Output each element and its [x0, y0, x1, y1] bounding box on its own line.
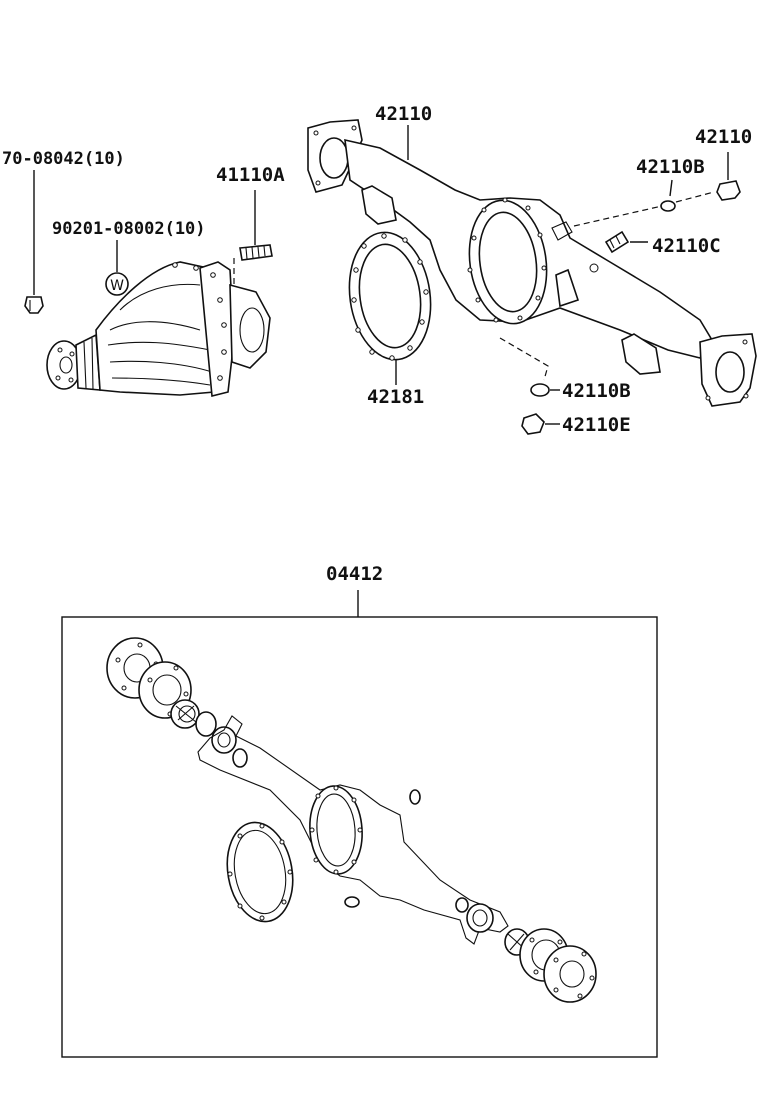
- label-04412: 04412: [326, 563, 383, 585]
- label-42110b-lower: 42110B: [562, 380, 631, 402]
- breather-42110c[interactable]: [604, 230, 648, 254]
- kit-frame: [61, 616, 658, 1058]
- label-41110a: 41110A: [216, 164, 285, 186]
- bolt-70-08042[interactable]: [24, 170, 44, 314]
- label-42110c: 42110C: [652, 235, 721, 257]
- plug-42110b-upper[interactable]: [660, 200, 676, 212]
- kit-cover-gasket[interactable]: [220, 817, 360, 927]
- leader-42110b-upper: [669, 179, 673, 197]
- plug-42110-right[interactable]: [716, 180, 741, 201]
- label-90201-08002: 90201-08002(10): [52, 219, 206, 239]
- washer-mark[interactable]: W: [105, 272, 129, 296]
- label-42110-right: 42110: [695, 126, 752, 148]
- svg-text:W: W: [110, 278, 124, 294]
- label-70-08042: 70-08042(10): [2, 149, 125, 169]
- differential-carrier[interactable]: [46, 258, 271, 398]
- dashed-path-lower: [499, 337, 549, 381]
- label-42110e: 42110E: [562, 414, 631, 436]
- kit-housing-gasket[interactable]: [197, 715, 509, 945]
- dashed-path-upper: [573, 191, 715, 227]
- stud-41110a[interactable]: [239, 190, 273, 261]
- kit-left-bearing[interactable]: [170, 699, 248, 768]
- kit-right-parts[interactable]: [455, 897, 597, 1003]
- label-42110: 42110: [375, 103, 432, 125]
- plug-42110b-lower[interactable]: [530, 383, 560, 397]
- label-42110b-upper: 42110B: [636, 156, 705, 178]
- gasket-42181[interactable]: [341, 227, 438, 385]
- label-42181: 42181: [367, 386, 424, 408]
- axle-housing-42110[interactable]: [307, 119, 757, 407]
- plug-42110e[interactable]: [521, 413, 560, 435]
